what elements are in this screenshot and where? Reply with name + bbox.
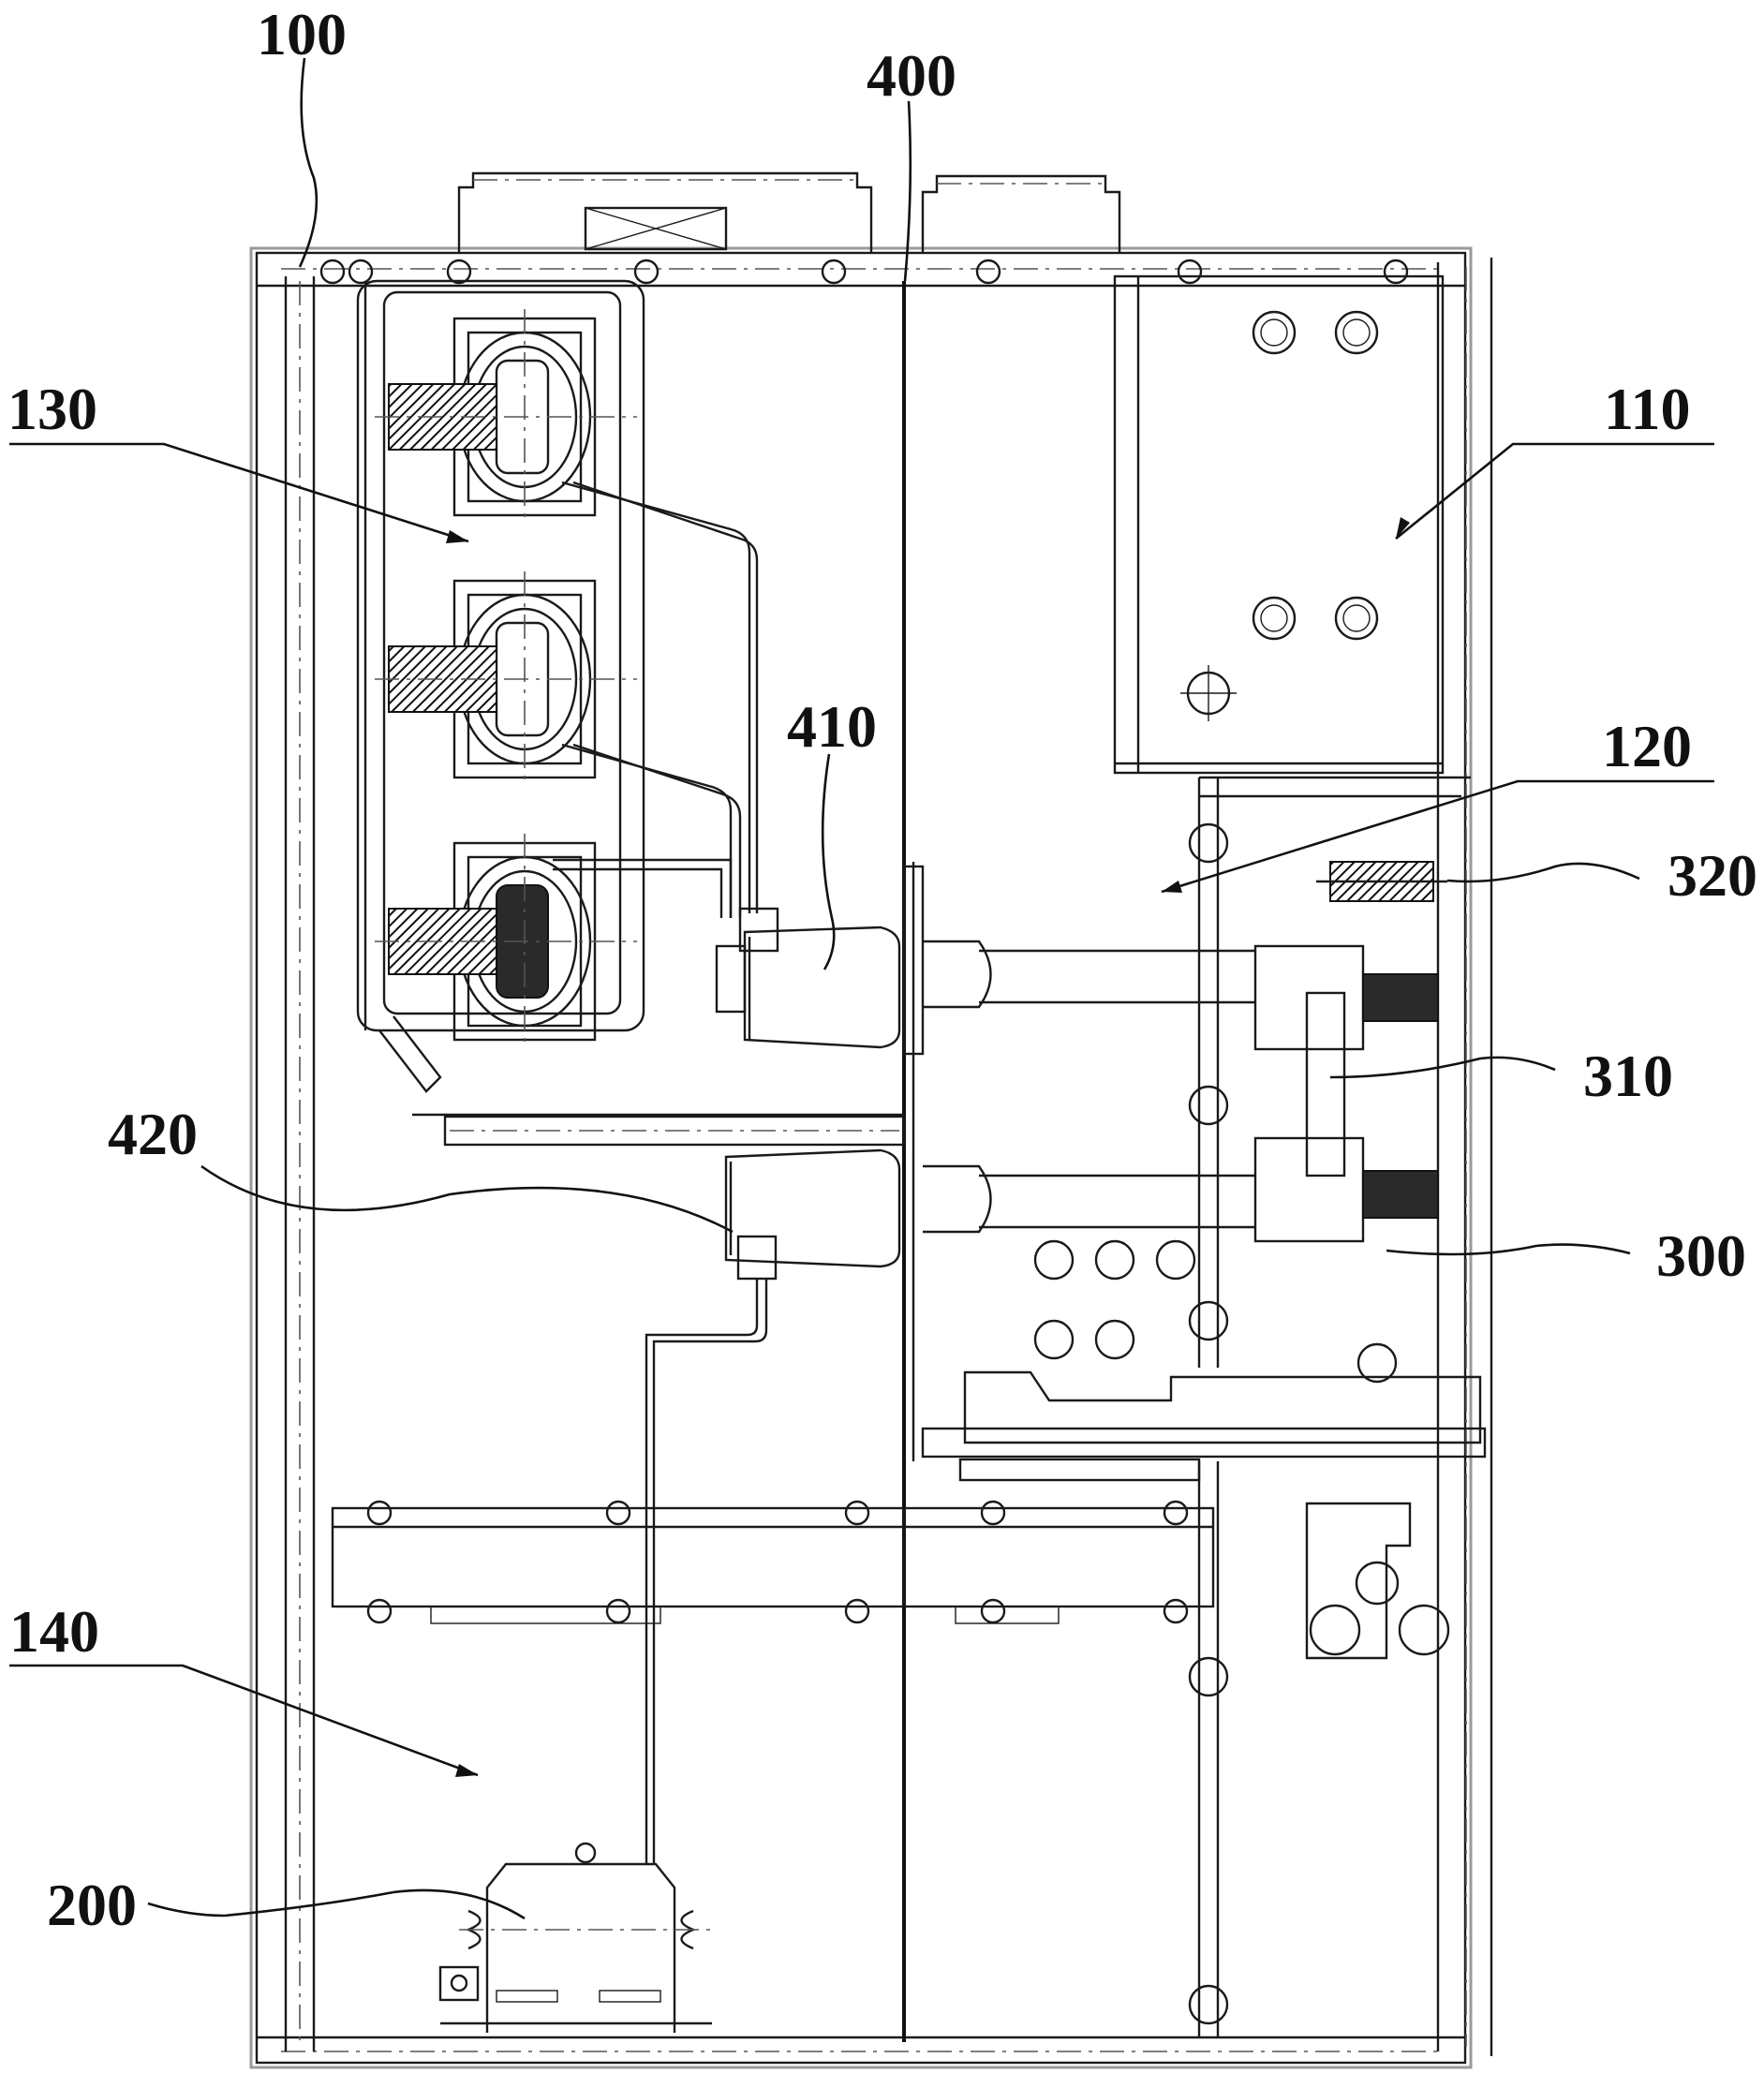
top-bolts bbox=[321, 260, 1407, 283]
leader-200 bbox=[148, 1890, 525, 1918]
cabinet-frame bbox=[251, 248, 1491, 2067]
leader-320 bbox=[1447, 864, 1639, 881]
upper-contact-410 bbox=[717, 866, 1255, 1054]
label-120: 120 bbox=[1602, 713, 1692, 779]
low-voltage-compartment-110 bbox=[1115, 276, 1443, 773]
label-320: 320 bbox=[1668, 842, 1757, 909]
label-420: 420 bbox=[108, 1101, 198, 1167]
breaker-compartment-300 bbox=[923, 777, 1485, 1480]
bushing-bottom bbox=[375, 834, 637, 1049]
label-400: 400 bbox=[867, 42, 956, 109]
leader-130 bbox=[9, 444, 468, 541]
leader-arrowheads bbox=[446, 517, 1410, 1777]
bus-conductors bbox=[553, 482, 757, 918]
leader-410 bbox=[823, 754, 834, 970]
label-130: 130 bbox=[7, 376, 97, 442]
top-cable-housing bbox=[923, 176, 1119, 253]
transformer-200 bbox=[440, 1844, 712, 2033]
leader-420 bbox=[201, 1166, 733, 1232]
leader-140 bbox=[9, 1666, 478, 1775]
cross-beam bbox=[333, 1502, 1213, 1623]
leader-100 bbox=[300, 58, 317, 267]
label-140: 140 bbox=[9, 1598, 99, 1665]
top-vent-housing bbox=[459, 173, 871, 253]
vertical-partition bbox=[904, 281, 913, 2042]
label-200: 200 bbox=[47, 1872, 137, 1938]
label-300: 300 bbox=[1656, 1222, 1746, 1289]
label-410: 410 bbox=[787, 693, 877, 760]
label-110: 110 bbox=[1604, 376, 1690, 442]
lower-right-mechanism bbox=[1190, 1461, 1448, 2037]
reference-labels: 100 400 130 110 410 120 320 310 420 300 … bbox=[7, 1, 1757, 1938]
label-310: 310 bbox=[1583, 1043, 1673, 1109]
leader-310 bbox=[1330, 1058, 1555, 1077]
leader-300 bbox=[1386, 1245, 1630, 1254]
label-100: 100 bbox=[257, 1, 347, 67]
